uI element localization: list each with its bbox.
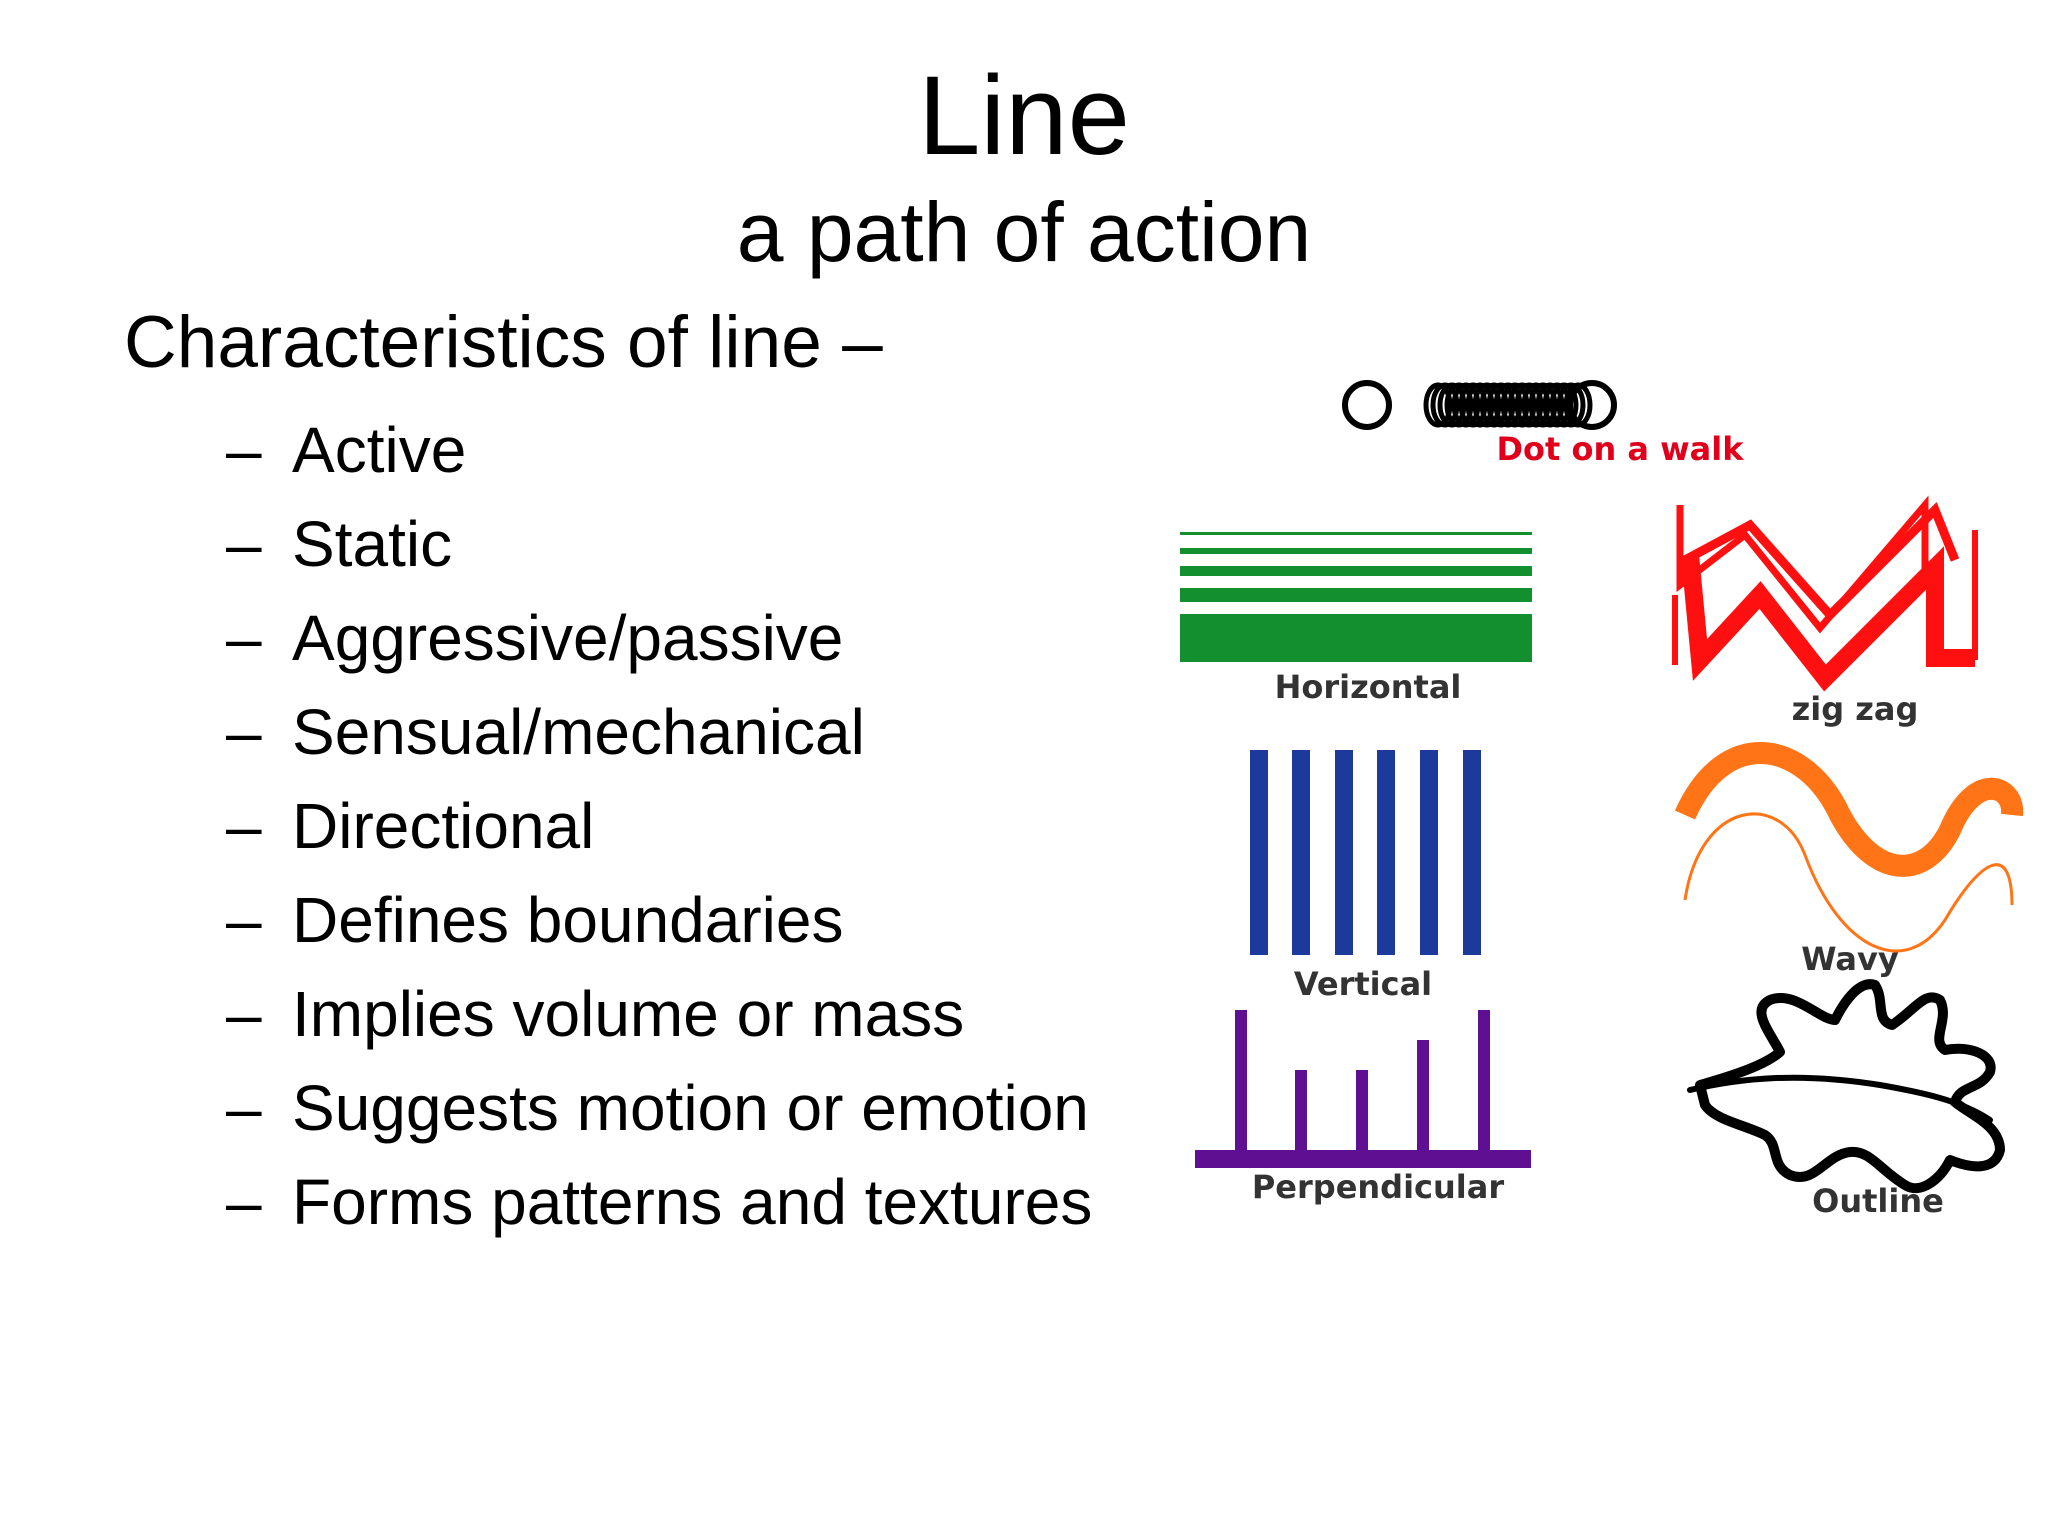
bullet-dash: – [226,978,262,1050]
list-item: –Aggressive/passive [226,606,1092,700]
dot-trail-loop [1430,382,1460,428]
slide-subtitle: a path of action [736,185,1312,279]
dot-trail-loop [1486,382,1516,428]
wavy-figure: Wavy [1674,742,2024,978]
dot-on-a-walk-label: Dot on a walk [1496,430,1744,468]
list-item: –Active [226,418,1092,512]
dot-trail-loop [1528,382,1558,428]
characteristics-list: –Active –Static –Aggressive/passive –Sen… [226,418,1092,1264]
dot-trail-loop [1451,382,1481,428]
horizontal-lines-figure: Horizontal [1180,532,1532,706]
list-item: –Defines boundaries [226,888,1092,982]
bullet-dash: – [226,790,262,862]
perpendicular-label: Perpendicular [1252,1168,1505,1206]
list-item-text: Aggressive/passive [292,602,844,674]
bullet-dash: – [226,1166,262,1238]
slide-title: Line [918,53,1130,178]
list-item: –Sensual/mechanical [226,700,1092,794]
bullet-dash: – [226,508,262,580]
zigzag-label: zig zag [1792,690,1919,728]
list-item-text: Defines boundaries [292,884,844,956]
dot-trail-loop [1556,382,1586,428]
list-item: –Suggests motion or emotion [226,1076,1092,1170]
line-types-illustration: Dot on a walk Horizontal zig zag Vertica… [1180,380,2024,1220]
perpendicular-figure: Perpendicular [1195,1010,1531,1206]
dot-trail [1423,380,1617,430]
dot-trail-loop [1535,382,1565,428]
dot-trail-loop [1507,382,1537,428]
dot-trail-loop [1465,382,1495,428]
bullet-dash: – [226,602,262,674]
list-item-text: Forms patterns and textures [292,1166,1093,1238]
dot-trail-loop [1521,382,1551,428]
dot-trail-loop [1549,382,1579,428]
dot-trail-loop [1458,382,1488,428]
dot-trail-loop [1493,382,1523,428]
dot-trail-loop [1500,382,1530,428]
dot-trail-loop [1514,382,1544,428]
dot-trail-loop [1472,382,1502,428]
bullet-dash: – [226,1072,262,1144]
list-item: –Implies volume or mass [226,982,1092,1076]
vertical-label: Vertical [1294,965,1432,1003]
dot-trail-end [1567,380,1617,430]
vertical-lines-figure: Vertical [1250,750,1481,1003]
outline-label: Outline [1812,1182,1944,1220]
bullet-dash: – [226,884,262,956]
list-item: –Forms patterns and textures [226,1170,1092,1264]
dot-trail-loop [1479,382,1509,428]
list-item-text: Suggests motion or emotion [292,1072,1089,1144]
list-item-text: Implies volume or mass [292,978,965,1050]
horizontal-label: Horizontal [1275,668,1462,706]
list-item-text: Sensual/mechanical [292,696,865,768]
bullet-dash: – [226,696,262,768]
list-item-text: Directional [292,790,595,862]
list-item-text: Static [292,508,453,580]
wavy-label: Wavy [1801,940,1899,978]
dot-trail-loop [1423,382,1453,428]
list-item: –Directional [226,794,1092,888]
dot-trail-loop [1437,382,1467,428]
outline-leaf-figure: Outline [1687,979,2005,1220]
bullet-dash: – [226,414,262,486]
dot-on-a-walk-figure: Dot on a walk [1342,380,1744,468]
section-heading: Characteristics of line – [124,302,883,383]
list-item: –Static [226,512,1092,606]
list-item-text: Active [292,414,467,486]
dot-trail-loop [1444,382,1474,428]
zigzag-figure: zig zag [1672,495,1978,728]
